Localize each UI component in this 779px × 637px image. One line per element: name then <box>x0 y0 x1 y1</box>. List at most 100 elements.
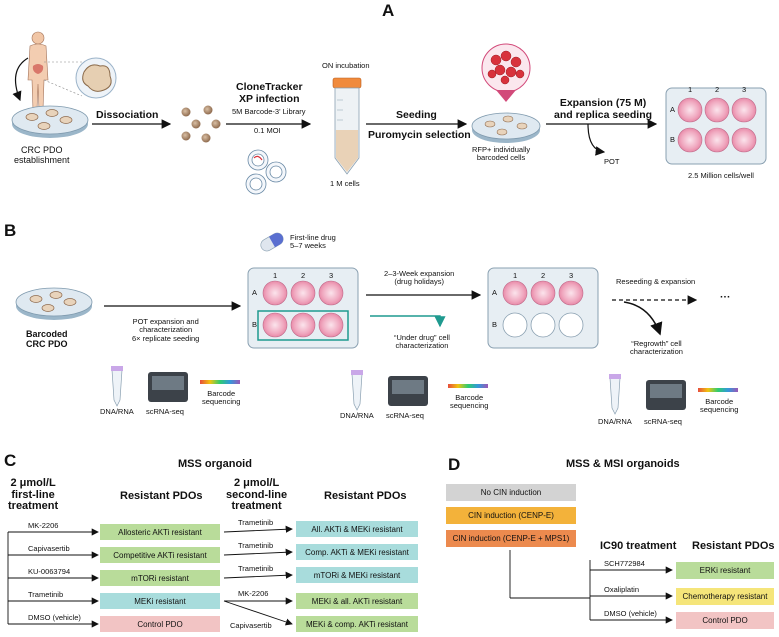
sequencing-icons <box>111 366 240 407</box>
expansion-label: Expansion (75 M) and replica seeding <box>554 97 653 121</box>
dna-rna-label: DNA/RNA <box>100 407 134 416</box>
plate-col-2: 2 <box>715 85 720 94</box>
infection-title: CloneTracker XP infection <box>236 81 303 105</box>
organoid-zoom-icon <box>43 57 117 99</box>
conical-tube-icon <box>332 77 362 175</box>
cin-box-cenpe: CIN induction (CENP-E) <box>446 507 576 524</box>
resistant-header-d: Resistant PDOs <box>692 540 775 552</box>
first-line-drug: DMSO (vehicle) <box>28 613 81 622</box>
arrow-regrowth <box>623 301 663 336</box>
second-line-drug: Trametinib <box>238 518 274 527</box>
human-body-icon <box>27 31 49 111</box>
barcode-seq-label: Barcode sequencing <box>450 393 489 411</box>
six-well-plate-icon <box>665 87 767 165</box>
resistant-pdo-box: Control PDO <box>100 616 220 632</box>
resistant-pdo-box: Control PDO <box>676 612 774 629</box>
sequencing-icons <box>609 374 738 415</box>
first-line-drug: MK-2206 <box>28 521 59 530</box>
first-line-label: First-line drug 5–7 weeks <box>290 233 336 251</box>
six-well-plate-icon <box>487 267 599 349</box>
second-line-drug: Trametinib <box>238 541 274 550</box>
first-line-drug: KU-0063794 <box>28 567 71 576</box>
arrow-under-drug <box>370 315 446 328</box>
plate2-col-2: 2 <box>541 271 546 280</box>
panel-c-connectors <box>7 525 293 628</box>
resistant-header-2: Resistant PDOs <box>324 490 407 502</box>
panel-d-title: MSS & MSI organoids <box>566 458 680 470</box>
second-line-drug: MK-2206 <box>238 589 269 598</box>
first-line-header: 2 μmol/L first-line treatment <box>8 477 59 513</box>
plate1-col-1: 1 <box>273 271 278 280</box>
second-line-drug: Trametinib <box>238 564 274 573</box>
scrnaseq-label: scRNA-seq <box>386 411 424 420</box>
ic90-drug: DMSO (vehicle) <box>604 609 657 618</box>
plate1-col-3: 3 <box>329 271 334 280</box>
cin-box-cenpe-mps1: CIN induction (CENP-E + MPS1) <box>446 530 576 547</box>
pill-icon <box>260 232 284 252</box>
curved-arrow <box>12 57 29 102</box>
sequencing-icons <box>351 370 488 411</box>
puromycin-label: Puromycin selection <box>368 129 471 141</box>
resistant-pdo-box: Allosteric AKTi resistant <box>100 524 220 540</box>
panel-label-a: A <box>382 1 395 20</box>
petri-dish-icon <box>11 105 89 138</box>
ic90-drug: Oxaliplatin <box>604 585 640 594</box>
barcode-seq-label: Barcode sequencing <box>700 397 739 415</box>
regrowth-label: “Regrowth” cell characterization <box>630 339 683 357</box>
petri-dish-icon <box>15 287 93 320</box>
second-line-drug: Capivasertib <box>230 621 272 630</box>
rfp-cells-icon <box>481 43 531 102</box>
barcoded-pdo-label: Barcoded CRC PDO <box>26 329 68 349</box>
final-resistant-box: mTORi & MEKi resistant <box>296 567 418 583</box>
continuation-ellipsis: ··· <box>720 291 731 303</box>
pot-label: POT <box>604 157 620 166</box>
barcode-seq-label: Barcode sequencing <box>202 389 241 407</box>
plate1-col-2: 2 <box>301 271 306 280</box>
petri-dish-icon <box>471 112 541 143</box>
final-resistant-box: All. AKTi & MEKi resistant <box>296 521 418 537</box>
resistant-pdo-box: Chemotherapy resistant <box>676 588 774 605</box>
panel-label-c: C <box>4 451 17 470</box>
final-resistant-box: Comp. AKTi & MEKi resistant <box>296 544 418 560</box>
plate-col-1: 1 <box>688 85 693 94</box>
under-drug-label: “Under drug” cell characterization <box>394 333 450 351</box>
cin-box-none: No CIN induction <box>446 484 576 501</box>
virus-icon <box>245 149 287 195</box>
plate2-row-a: A <box>492 288 498 297</box>
first-line-drug: Trametinib <box>28 590 64 599</box>
row-b-highlight <box>257 310 349 341</box>
on-incubation-label: ON incubation <box>322 61 370 70</box>
dissociation-label: Dissociation <box>96 109 159 121</box>
plate-row-b: B <box>670 135 676 144</box>
ic90-drug: SCH772984 <box>604 559 645 568</box>
plate-row-a: A <box>670 105 676 114</box>
cells-count-label: 1 M cells <box>330 179 360 188</box>
panel-label-b: B <box>4 221 17 240</box>
dna-rna-label: DNA/RNA <box>340 411 374 420</box>
scrnaseq-label: scRNA-seq <box>644 417 682 426</box>
pot-expansion-label: POT expansion and characterization 6× re… <box>132 317 200 343</box>
rfp-label: RFP+ individually barcoded cells <box>472 145 531 163</box>
plate2-col-1: 1 <box>513 271 518 280</box>
plate-col-3: 3 <box>742 85 747 94</box>
library-label: 5M Barcode-3' Library <box>232 107 306 116</box>
plate1-row-a: A <box>252 288 258 297</box>
six-well-plate-icon <box>247 267 359 349</box>
arrow-pot <box>587 123 606 156</box>
week-expansion-label: 2–3-Week expansion (drug holidays) <box>384 269 455 287</box>
panel-label-d: D <box>448 455 461 474</box>
single-cells-icon <box>181 105 221 143</box>
reseeding-label: Reseeding & expansion <box>616 277 696 286</box>
first-line-drug: Capivasertib <box>28 544 70 553</box>
seeding-label: Seeding <box>396 109 437 121</box>
resistant-pdo-box: ERKi resistant <box>676 562 774 579</box>
panel-d-connectors <box>509 550 673 624</box>
scrnaseq-label: scRNA-seq <box>146 407 184 416</box>
plate2-row-b: B <box>492 320 498 329</box>
resistant-pdo-box: Competitive AKTi resistant <box>100 547 220 563</box>
resistant-pdo-box: MEKi resistant <box>100 593 220 609</box>
moi-label: 0.1 MOI <box>254 126 281 135</box>
final-resistant-box: MEKi & comp. AKTi resistant <box>296 616 418 632</box>
resistant-header-1: Resistant PDOs <box>120 490 203 502</box>
